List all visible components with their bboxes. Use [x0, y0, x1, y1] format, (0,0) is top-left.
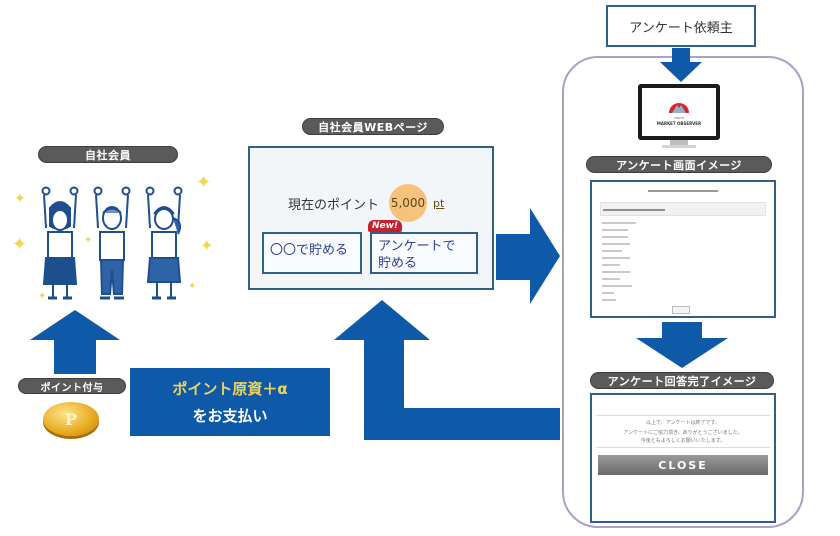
logo-text: MARKET OBSERVER	[656, 121, 702, 126]
point-grant-label: ポイント付与	[18, 378, 126, 394]
sparkle-icon: ✦	[38, 291, 47, 302]
option-line	[602, 243, 630, 245]
web-page-box: 現在のポイント 5,000 pt 〇〇で貯める New! アンケートで 貯める	[248, 146, 494, 290]
question-box	[600, 202, 766, 216]
completion-screen-label: アンケート回答完了イメージ	[590, 372, 774, 389]
completion-message-line-2: アンケートにご協力頂き、ありがとうございました。	[623, 430, 743, 436]
save-survey-label-line-1: アンケートで	[378, 239, 456, 254]
return-arrow-icon	[334, 300, 560, 440]
option-line	[602, 250, 622, 252]
save-survey-label-line-2: 貯める	[378, 256, 418, 271]
down-arrow-icon	[636, 322, 728, 368]
points-unit: pt	[433, 196, 445, 210]
divider	[596, 447, 770, 448]
divider	[596, 415, 770, 416]
member-girl-icon	[41, 186, 79, 300]
member-girl-ponytail-icon	[145, 186, 183, 300]
payment-box: ポイント原資＋α をお支払い	[130, 368, 330, 436]
coin-letter: P	[64, 409, 78, 429]
completion-screen-preview: 以上で、アンケートは終了です。 アンケートにご協力頂き、ありがとうございました。…	[590, 393, 776, 523]
option-line	[602, 292, 614, 294]
current-points-label: 現在のポイント	[288, 197, 380, 213]
points-value-badge: 5,000	[389, 184, 428, 222]
question-text-line	[603, 209, 665, 211]
progress-bar	[648, 190, 718, 192]
web-page-label-text: 自社会員WEBページ	[318, 120, 428, 134]
current-points-row: 現在のポイント 5,000 pt	[288, 184, 444, 222]
completion-message-line-1: 以上で、アンケートは終了です。	[645, 420, 721, 426]
point-grant-label-text: ポイント付与	[40, 382, 104, 394]
completion-message-line-3: 今後ともよろしくお願いいたします。	[640, 438, 726, 444]
sparkle-icon: ✦	[14, 191, 26, 207]
next-button[interactable]	[672, 306, 690, 314]
payment-line-1: ポイント原資＋α	[172, 380, 288, 398]
sparkle-icon: ✦	[84, 235, 93, 246]
sparkle-icon: ✦	[196, 172, 212, 193]
logo-small-text: TOKYO	[673, 116, 685, 120]
survey-screen-label-text: アンケート画面イメージ	[616, 158, 742, 172]
option-line	[602, 236, 628, 238]
monitor-stand	[670, 140, 688, 145]
up-arrow-icon	[30, 310, 120, 374]
save-other-label: 〇〇で貯める	[270, 243, 349, 258]
survey-requester-box: アンケート依頼主	[606, 5, 756, 47]
save-survey-button[interactable]: アンケートで 貯める	[370, 232, 478, 274]
payment-line-2: をお支払い	[192, 407, 268, 425]
sparkle-icon: ✦	[200, 236, 214, 255]
web-page-label: 自社会員WEBページ	[302, 118, 444, 135]
close-button-label: CLOSE	[658, 458, 708, 472]
right-arrow-icon	[496, 208, 560, 304]
option-line	[602, 264, 620, 266]
members-label: 自社会員	[38, 146, 178, 163]
option-line	[602, 299, 616, 301]
market-observer-logo-icon	[669, 103, 689, 113]
sparkle-icon: ✦	[188, 281, 197, 292]
member-boy-icon	[93, 186, 131, 300]
points-value: 5,000	[390, 196, 426, 210]
option-line	[602, 229, 628, 231]
sparkle-icon: ✦	[12, 234, 28, 255]
new-badge: New!	[368, 220, 403, 232]
down-arrow-icon	[660, 48, 702, 82]
option-line	[602, 285, 632, 287]
point-coin-icon: P	[43, 402, 99, 436]
completion-screen-label-text: アンケート回答完了イメージ	[607, 374, 757, 388]
monitor-icon: TOKYO MARKET OBSERVER	[638, 84, 720, 140]
option-line	[602, 257, 630, 259]
save-other-button[interactable]: 〇〇で貯める	[262, 232, 362, 274]
close-button[interactable]: CLOSE	[598, 455, 768, 475]
members-label-text: 自社会員	[85, 148, 131, 162]
monitor-base	[662, 145, 696, 148]
monitor-screen: TOKYO MARKET OBSERVER	[642, 88, 716, 136]
option-line	[602, 271, 630, 273]
survey-screen-label: アンケート画面イメージ	[586, 156, 772, 173]
option-line	[602, 278, 620, 280]
survey-screen-preview	[590, 180, 776, 318]
option-line	[602, 222, 636, 224]
survey-requester-label: アンケート依頼主	[629, 20, 733, 36]
